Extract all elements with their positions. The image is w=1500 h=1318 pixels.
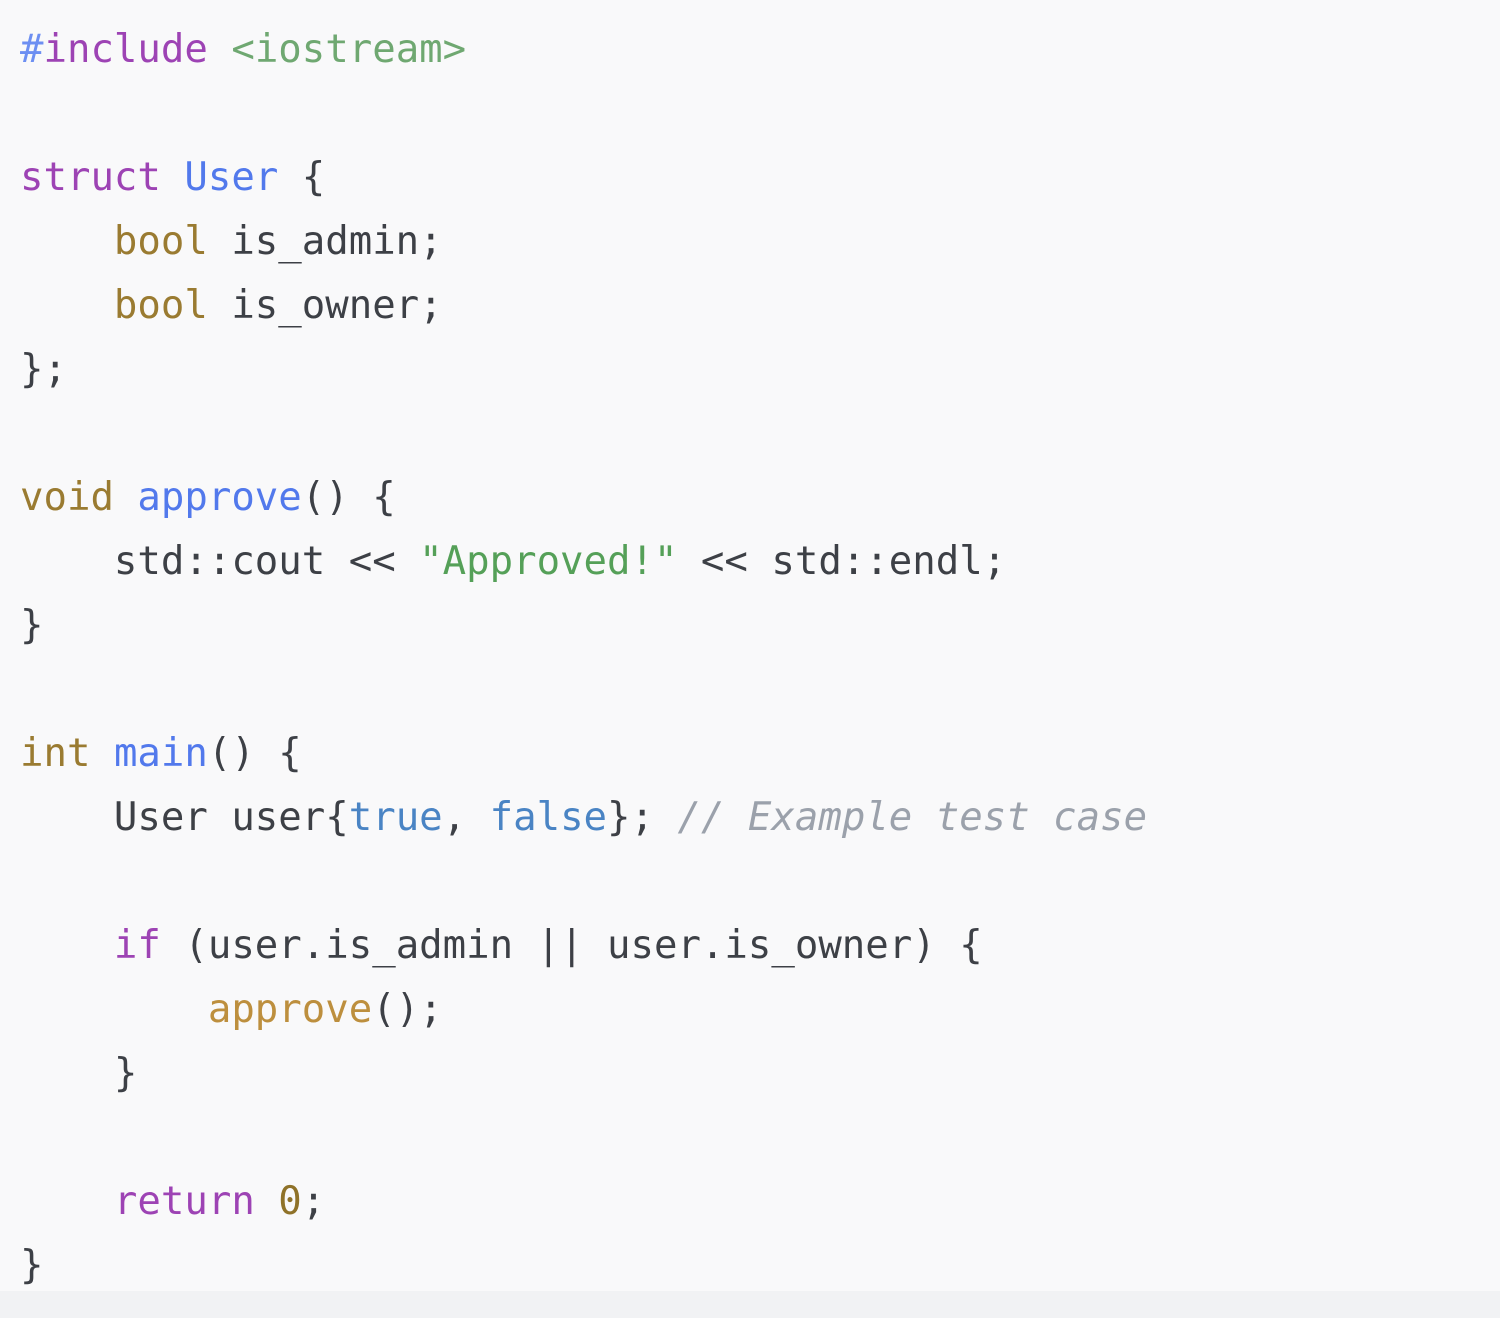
code-token (208, 27, 231, 72)
code-line: void approve() { (20, 466, 1500, 530)
code-token (255, 1179, 278, 1224)
code-token: User (184, 155, 279, 200)
code-token: is_owner; (207, 283, 443, 328)
code-line: User user{true, false}; // Example test … (20, 786, 1500, 850)
code-line: return 0; (20, 1170, 1500, 1234)
code-token: User user{ (20, 795, 349, 840)
code-block: #include <iostream> struct User { bool is… (20, 18, 1500, 1291)
code-token: approve (137, 475, 302, 520)
code-token: 0 (278, 1179, 302, 1224)
code-token: (user.is_admin || user.is_owner) { (160, 923, 983, 968)
code-token: <iostream> (231, 27, 467, 72)
code-token: { (278, 155, 326, 200)
code-token (20, 219, 114, 264)
code-line: approve(); (20, 978, 1500, 1042)
code-token: () { (301, 475, 396, 520)
code-line (20, 658, 1500, 722)
code-token: "Approved!" (419, 539, 678, 584)
code-surface: #include <iostream> struct User { bool is… (20, 18, 1500, 1291)
code-token: main (113, 731, 208, 776)
bottom-strip (0, 1291, 1500, 1318)
code-token: } (20, 603, 44, 648)
code-token (20, 923, 114, 968)
code-token: return (113, 1179, 255, 1224)
code-token: (); (372, 987, 443, 1032)
code-line: } (20, 1234, 1500, 1291)
code-line: int main() { (20, 722, 1500, 786)
code-token (114, 475, 137, 520)
code-token (90, 731, 113, 776)
code-line: #include <iostream> (20, 18, 1500, 82)
code-token: if (113, 923, 161, 968)
code-token: }; (607, 795, 678, 840)
code-token: () { (207, 731, 302, 776)
code-token: bool (113, 219, 208, 264)
code-token (20, 283, 114, 328)
code-token: true (348, 795, 443, 840)
code-token: int (20, 731, 91, 776)
code-token (20, 987, 208, 1032)
code-token: approve (207, 987, 373, 1032)
code-token: , (442, 795, 490, 840)
code-token (20, 1179, 114, 1224)
code-token: bool (113, 283, 208, 328)
code-line: } (20, 594, 1500, 658)
code-token: ; (301, 1179, 326, 1224)
code-line (20, 850, 1500, 914)
code-token (161, 155, 184, 200)
code-line: bool is_admin; (20, 210, 1500, 274)
code-token: }; (20, 347, 67, 392)
code-line (20, 402, 1500, 466)
code-line: bool is_owner; (20, 274, 1500, 338)
code-token: << std::endl; (677, 539, 1007, 584)
code-line (20, 82, 1500, 146)
code-token: std::cout << (20, 539, 420, 584)
code-token: } (20, 1051, 138, 1096)
code-token: void (20, 475, 114, 520)
code-line: if (user.is_admin || user.is_owner) { (20, 914, 1500, 978)
code-token: } (20, 1243, 44, 1288)
code-line: struct User { (20, 146, 1500, 210)
code-line (20, 1106, 1500, 1170)
code-token: # (20, 27, 44, 72)
code-token: false (489, 795, 608, 840)
code-line: std::cout << "Approved!" << std::endl; (20, 530, 1500, 594)
code-token: // Example test case (677, 795, 1148, 840)
code-token: is_admin; (207, 219, 443, 264)
code-line: }; (20, 338, 1500, 402)
code-token: struct (20, 155, 161, 200)
code-token: include (43, 27, 208, 72)
code-line: } (20, 1042, 1500, 1106)
